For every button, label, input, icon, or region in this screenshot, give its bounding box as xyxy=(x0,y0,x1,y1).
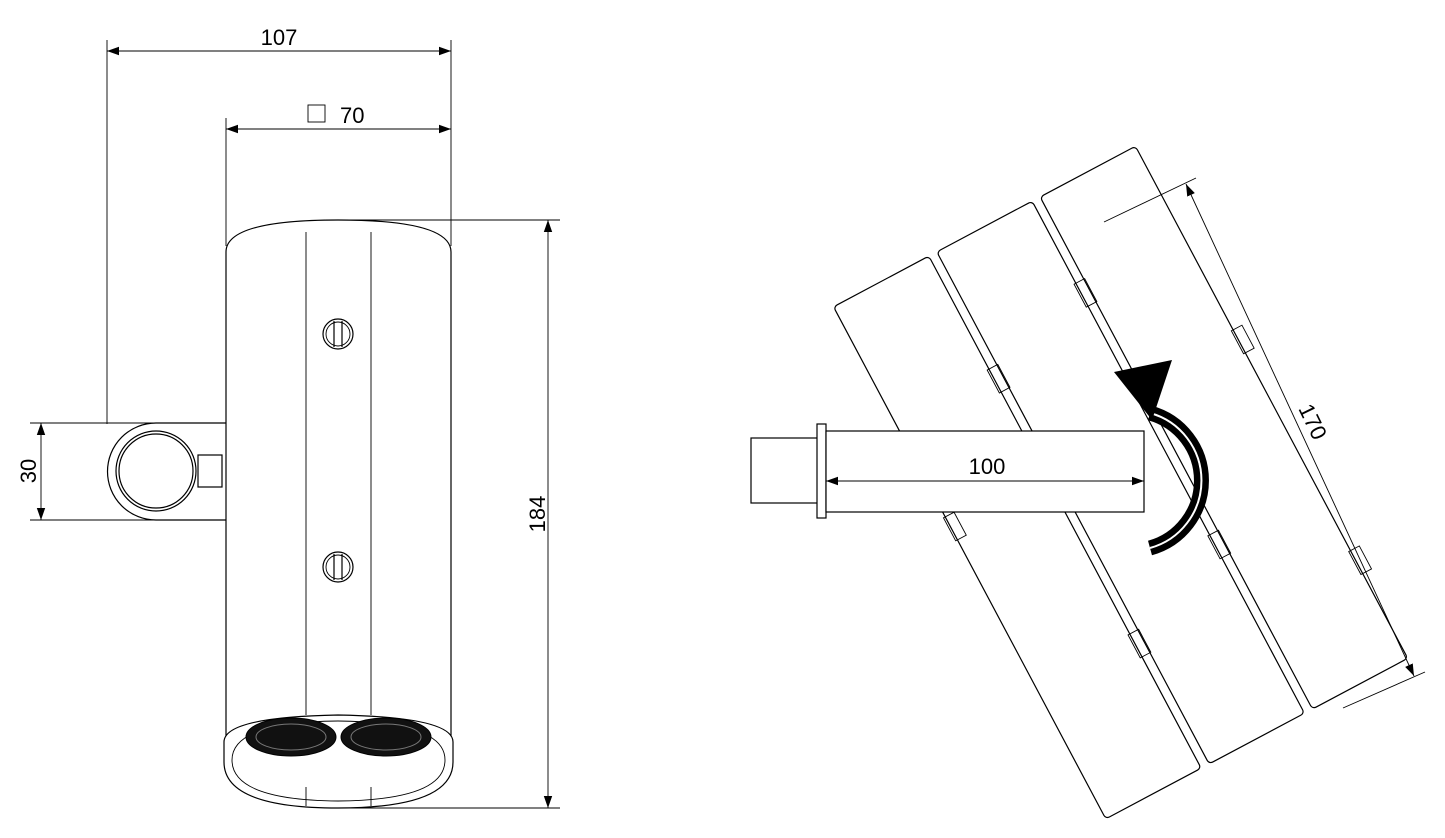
dimension-rotated-length: 170 xyxy=(1103,177,1426,709)
square-symbol-icon xyxy=(307,104,326,123)
dim-label-107: 107 xyxy=(261,25,298,50)
wall-mount xyxy=(106,422,229,521)
dimension-mount-height: 30 xyxy=(16,422,156,521)
dimension-arm-length: 100 xyxy=(826,454,1144,486)
dim-label-30: 30 xyxy=(16,459,41,483)
screw-top xyxy=(322,318,354,350)
front-view: 107 70 184 30 xyxy=(16,25,560,809)
dispenser-body xyxy=(225,219,452,763)
connector-arm xyxy=(750,423,1145,519)
base-with-nozzles xyxy=(223,714,454,809)
top-view: 100 170 xyxy=(750,147,1426,819)
screw-bottom xyxy=(322,551,354,583)
dim-label-170: 170 xyxy=(1293,400,1332,444)
dim-label-100: 100 xyxy=(969,454,1006,479)
dim-label-70: 70 xyxy=(340,103,364,128)
dim-label-184: 184 xyxy=(525,496,550,533)
dimension-square-width: 70 xyxy=(225,103,451,246)
dimension-overall-width: 107 xyxy=(106,25,452,424)
dimension-height: 184 xyxy=(338,219,560,809)
